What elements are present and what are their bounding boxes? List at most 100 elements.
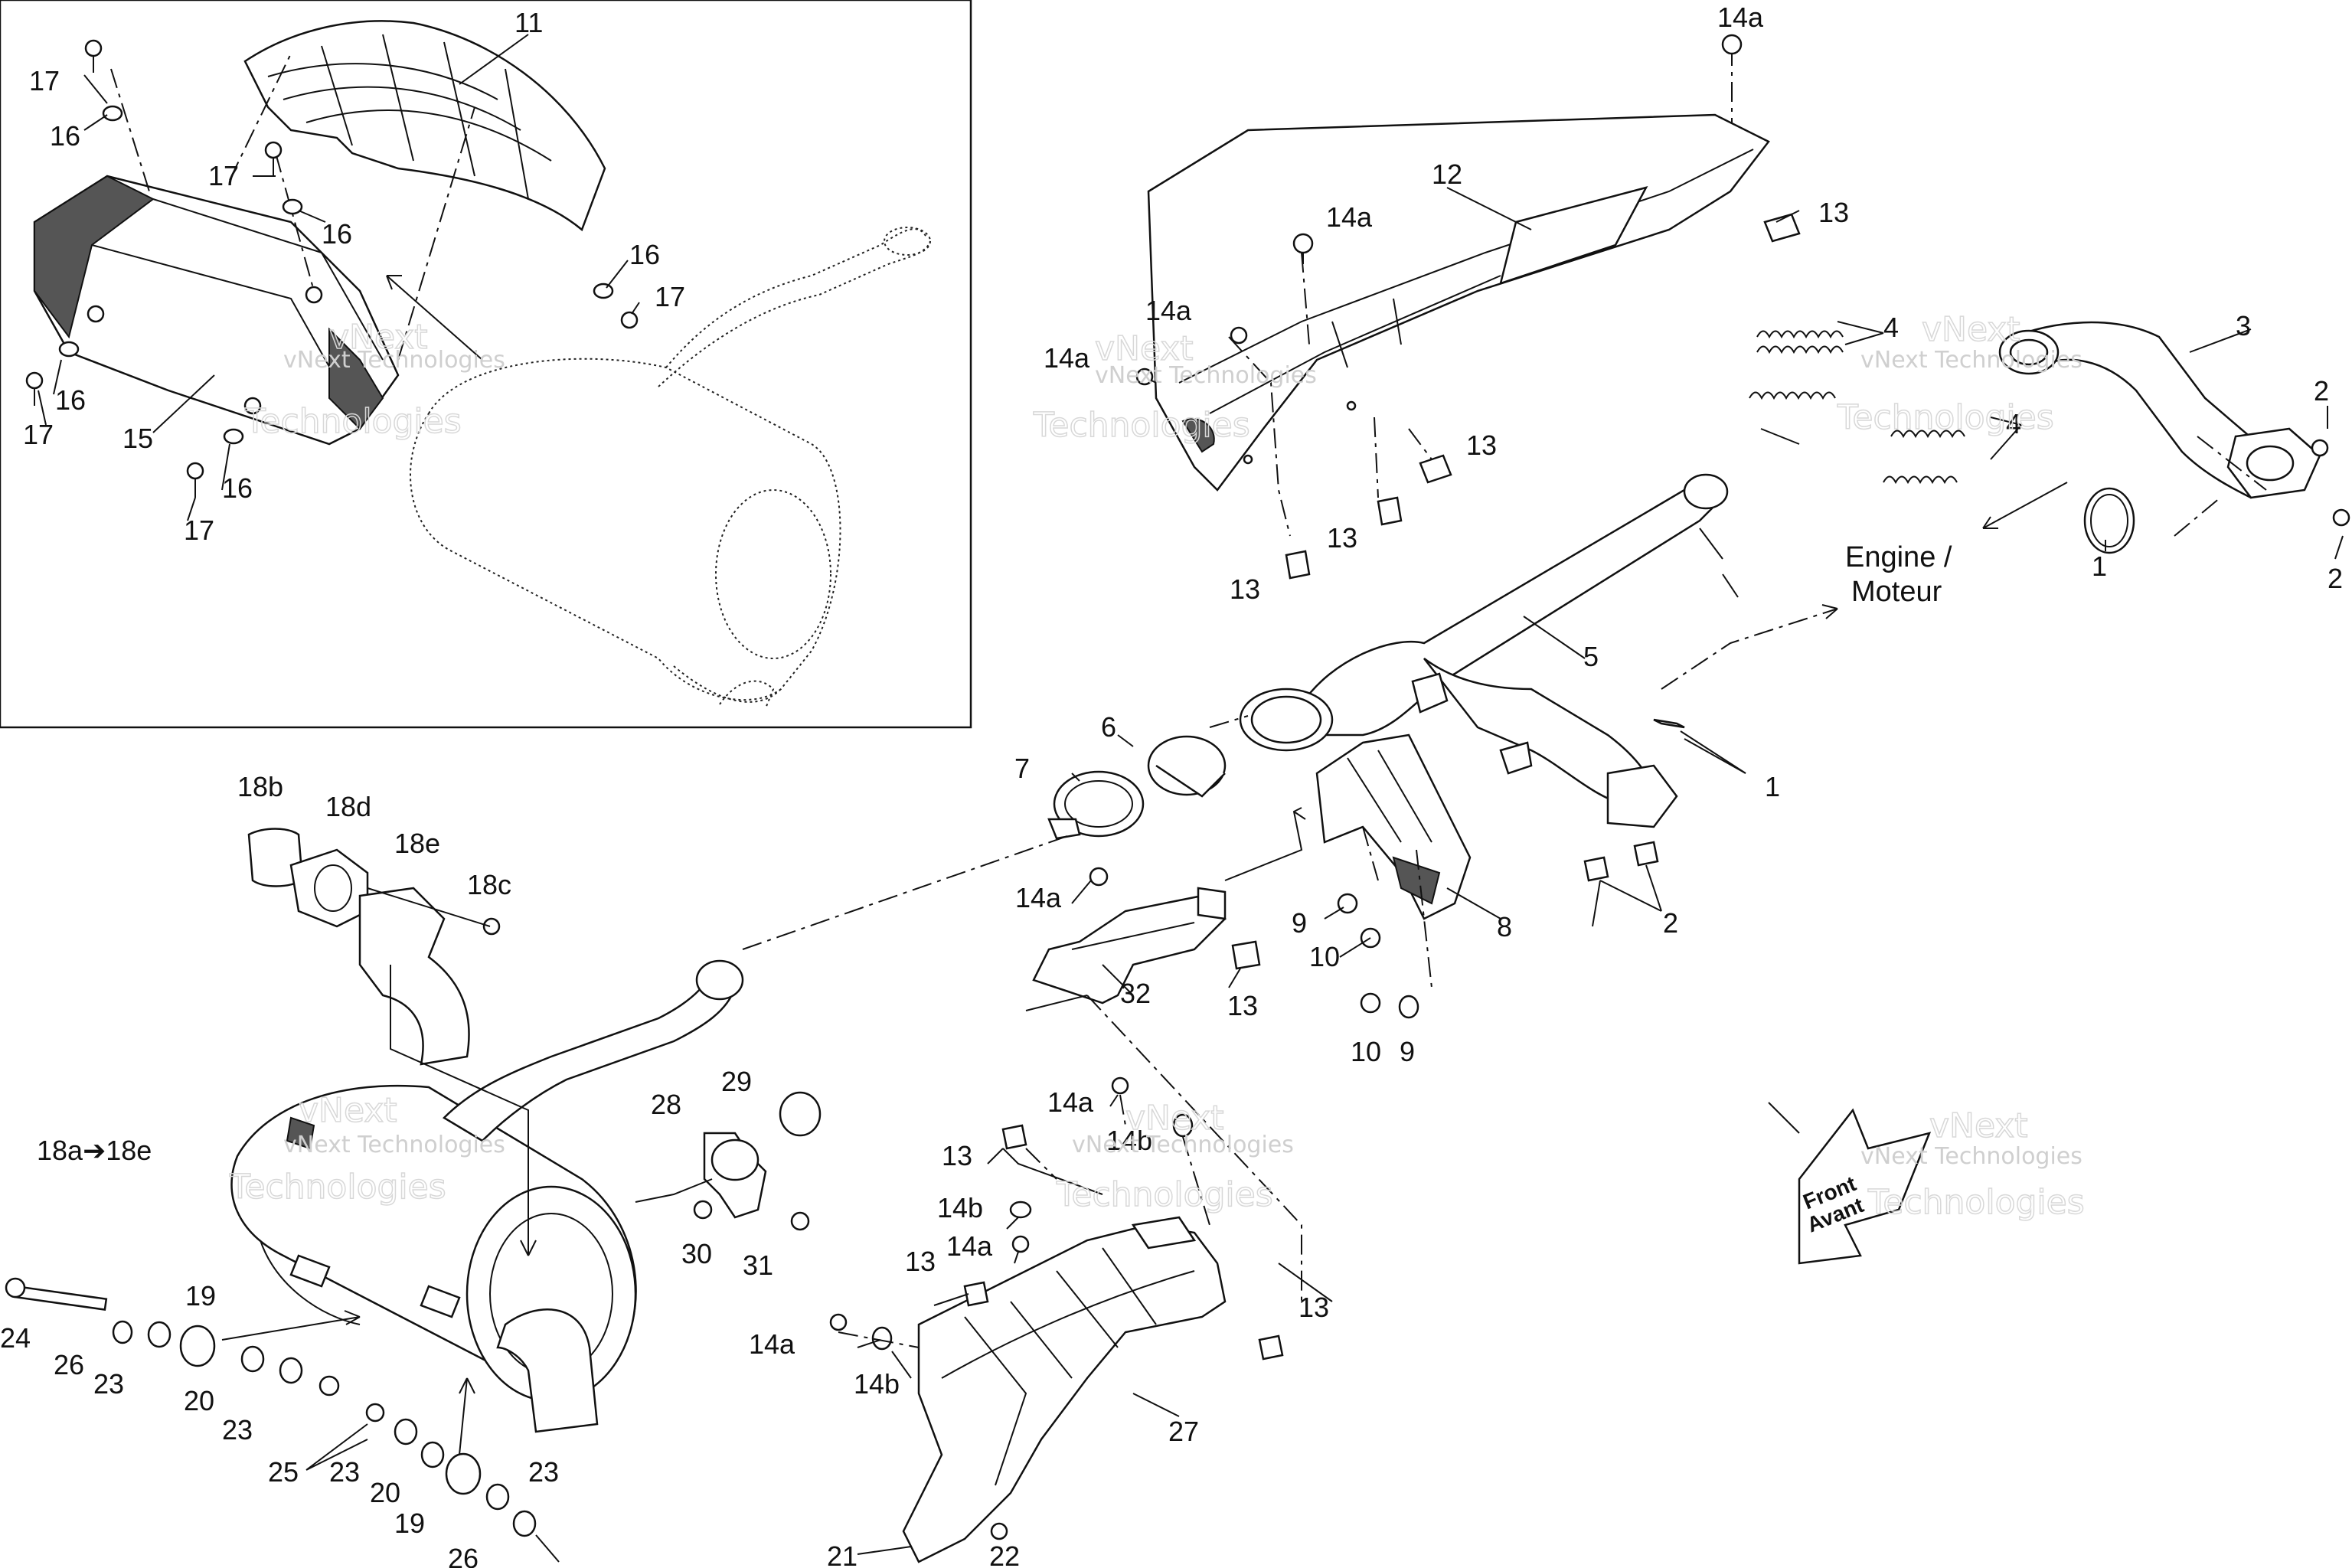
nut-30 [693, 1200, 713, 1220]
callout-6: 6 [1101, 711, 1116, 743]
callout-31: 31 [743, 1250, 773, 1281]
svg-text:vNext Technologies: vNext Technologies [1072, 1132, 1294, 1158]
callout-7: 7 [1014, 753, 1030, 784]
callout-13: 13 [1298, 1292, 1329, 1323]
svg-text:vNext Technologies: vNext Technologies [283, 347, 505, 374]
mounting-hardware-stack [5, 1277, 560, 1563]
callout-5: 5 [1583, 641, 1599, 672]
callout-14a: 14a [1145, 295, 1192, 326]
bracket-32 [1032, 887, 1227, 1004]
callout-24: 24 [0, 1322, 31, 1354]
callout-14b: 14b [854, 1368, 900, 1400]
callout-23: 23 [93, 1368, 124, 1400]
callout-14a: 14a [946, 1230, 993, 1262]
callout-14a: 14a [749, 1328, 795, 1360]
callout-17: 17 [208, 160, 239, 191]
callout-26: 26 [448, 1543, 479, 1568]
callout-4: 4 [2006, 408, 2021, 439]
callout-32: 32 [1120, 978, 1151, 1009]
callout-14a: 14a [1044, 342, 1090, 374]
grommet-29 [779, 1091, 822, 1137]
washer-9 [1398, 995, 1419, 1019]
callout-27: 27 [1168, 1416, 1199, 1447]
callout-13: 13 [1230, 573, 1260, 605]
callout-12: 12 [1432, 158, 1462, 190]
watermarks: vNext Technologies vNext Technologies vN… [228, 309, 2085, 1223]
gasket-18d [289, 848, 369, 928]
callout-10: 10 [1351, 1036, 1381, 1067]
bolt-31 [790, 1211, 810, 1231]
heat-shield-8 [1315, 733, 1472, 920]
callout-16: 16 [50, 120, 80, 152]
callout-26: 26 [54, 1349, 84, 1380]
callout-18b: 18b [237, 771, 283, 802]
svg-text:vNext: vNext [1929, 1106, 2028, 1145]
engine-label: Engine / [1845, 541, 1952, 573]
heat-shield-27 [902, 1216, 1227, 1563]
callout-15: 15 [122, 423, 153, 454]
svg-text:vNext: vNext [1922, 310, 2020, 349]
washer-9 [1337, 893, 1358, 914]
callout-16: 16 [629, 239, 660, 270]
callout-29: 29 [721, 1066, 752, 1097]
moteur-label: Moteur [1851, 576, 1942, 608]
callout-30: 30 [681, 1238, 712, 1269]
muffler-inlet-pipe [442, 971, 737, 1142]
callout-18d: 18d [325, 791, 371, 822]
svg-text:Technologies: Technologies [244, 402, 462, 441]
callout-18c: 18c [467, 869, 511, 900]
callout-14a: 14a [1047, 1086, 1094, 1118]
inset-fasteners [25, 39, 639, 498]
nut-10 [1360, 992, 1381, 1014]
callout-18a-to-18e: 18a➔18e [37, 1135, 152, 1166]
callout-1: 1 [2092, 550, 2107, 582]
svg-text:Technologies: Technologies [1056, 1175, 1273, 1214]
callout-8: 8 [1497, 911, 1512, 942]
callout-21: 21 [827, 1540, 858, 1568]
callout-16: 16 [322, 218, 352, 250]
callout-14a: 14a [1326, 201, 1373, 233]
center-pipe-5 [1239, 473, 1729, 828]
callout-13: 13 [1227, 990, 1258, 1021]
inset-detail-view: 11 17 16 17 16 16 17 16 17 15 16 17 vNex… [0, 0, 972, 729]
callout-17: 17 [655, 281, 685, 312]
svg-text:Technologies: Technologies [1867, 1183, 2085, 1222]
callout-14b: 14b [937, 1192, 983, 1223]
exhaust-pipe-3 [1998, 321, 2321, 499]
callout-2: 2 [2314, 375, 2329, 407]
svg-text:vNext Technologies: vNext Technologies [1860, 1143, 2082, 1170]
callout-19: 19 [185, 1280, 216, 1312]
svg-text:vNext: vNext [1125, 1099, 1224, 1138]
springs-4 [1749, 330, 1965, 485]
callout-20: 20 [184, 1385, 214, 1416]
callout-16: 16 [55, 384, 86, 416]
callout-14a: 14a [1015, 882, 1062, 913]
svg-text:Technologies: Technologies [1837, 398, 2054, 437]
nut-2 [2332, 508, 2350, 527]
svg-text:vNext Technologies: vNext Technologies [1860, 347, 2082, 374]
nut-2 [2311, 439, 2329, 457]
callout-16: 16 [222, 472, 253, 504]
callout-28: 28 [651, 1089, 681, 1120]
svg-text:vNext Technologies: vNext Technologies [1095, 362, 1317, 389]
callout-23: 23 [528, 1456, 559, 1488]
muffler-18a [230, 1084, 637, 1433]
callout-20: 20 [370, 1477, 400, 1508]
callout-17: 17 [23, 419, 54, 450]
svg-text:Technologies: Technologies [1033, 406, 1250, 445]
callout-22: 22 [989, 1540, 1020, 1568]
callout-4: 4 [1883, 312, 1899, 343]
callout-25: 25 [268, 1456, 299, 1488]
inset-muffler-outline [410, 358, 841, 701]
heat-shield-12 [1147, 113, 1770, 492]
callout-13: 13 [1327, 522, 1357, 554]
callout-2: 2 [1663, 907, 1678, 939]
callout-17: 17 [29, 65, 60, 96]
shield-27-fasteners [829, 1076, 1284, 1540]
callout-9: 9 [1292, 907, 1307, 939]
svg-text:vNext: vNext [329, 318, 428, 357]
nut-2 [1583, 856, 1609, 882]
gasket-1 [2083, 487, 2135, 554]
gasket-1 [1653, 718, 1685, 729]
